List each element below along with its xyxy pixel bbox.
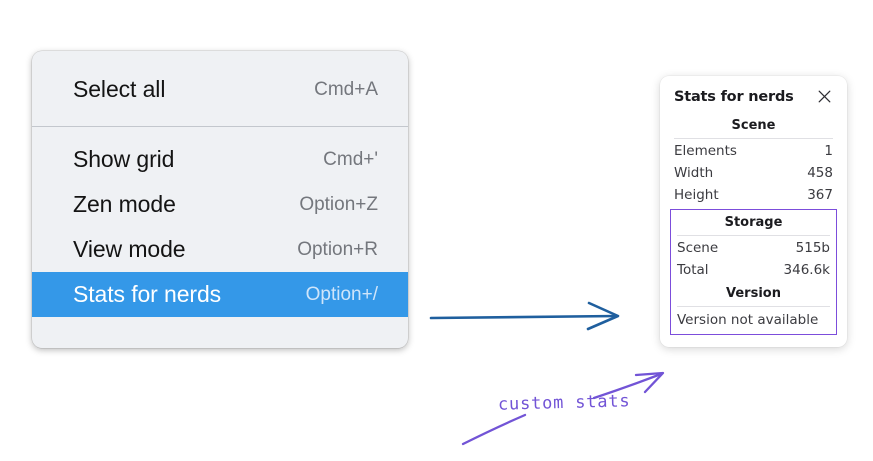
annotation-underline-stroke [461, 413, 527, 446]
stats-for-nerds-panel: Stats for nerds Scene Elements 1 Width 4… [660, 76, 847, 347]
menu-item-show-grid[interactable]: Show grid Cmd+' [32, 137, 408, 182]
menu-item-label: Show grid [73, 146, 175, 172]
menu-item-label: Select all [73, 76, 166, 102]
menu-item-shortcut: Option+/ [305, 283, 378, 305]
stats-panel-header: Stats for nerds [672, 86, 835, 113]
stats-row-storage-total: Total 346.6k [675, 259, 832, 281]
menu-item-label: Stats for nerds [73, 281, 222, 307]
menu-item-shortcut: Option+R [297, 238, 378, 260]
menu-item-label: View mode [73, 236, 186, 262]
stats-section-version: Version Version not available [675, 281, 832, 331]
section-title: Version [726, 286, 781, 301]
stats-row-key: Width [674, 165, 714, 181]
section-title: Scene [731, 118, 776, 133]
menu-item-shortcut: Cmd+' [323, 148, 378, 170]
stats-version-value: Version not available [677, 312, 819, 328]
stats-row-height: Height 367 [672, 184, 835, 206]
menu-group-2: Show grid Cmd+' Zen mode Option+Z View m… [32, 127, 408, 331]
menu-item-stats-for-nerds[interactable]: Stats for nerds Option+/ [32, 272, 408, 317]
stats-panel-title: Stats for nerds [674, 88, 794, 105]
stats-row-key: Scene [677, 240, 719, 256]
stats-row-storage-scene: Scene 515b [675, 237, 832, 259]
close-icon[interactable] [816, 88, 833, 105]
stats-section-scene: Scene Elements 1 Width 458 Height 367 [672, 113, 835, 206]
stats-row-key: Total [677, 262, 709, 278]
menu-group-1: Select all Cmd+A [32, 51, 408, 126]
context-menu[interactable]: Select all Cmd+A Show grid Cmd+' Zen mod… [32, 51, 408, 348]
menu-item-view-mode[interactable]: View mode Option+R [32, 227, 408, 272]
stats-row-value: 1 [824, 143, 833, 159]
menu-item-shortcut: Option+Z [299, 193, 378, 215]
stats-row-value: 515b [795, 240, 830, 256]
stats-row-elements: Elements 1 [672, 140, 835, 162]
stats-row-value: 346.6k [783, 262, 830, 278]
menu-divider [32, 126, 408, 127]
arrow-right-icon [429, 301, 620, 331]
section-title: Storage [724, 215, 783, 230]
stats-section-storage: Storage Scene 515b Total 346.6k [675, 210, 832, 281]
custom-stats-highlight-box: Storage Scene 515b Total 346.6k Version … [670, 209, 837, 335]
menu-item-zen-mode[interactable]: Zen mode Option+Z [32, 182, 408, 227]
stats-row-width: Width 458 [672, 162, 835, 184]
section-rule [677, 306, 830, 307]
menu-item-select-all[interactable]: Select all Cmd+A [32, 67, 408, 112]
menu-item-label: Zen mode [73, 191, 176, 217]
stats-row-value: 458 [807, 165, 833, 181]
annotation-label: custom stats [497, 391, 631, 415]
stats-row-key: Height [674, 187, 719, 203]
stats-row-key: Elements [674, 143, 737, 159]
section-rule [677, 235, 830, 236]
menu-item-shortcut: Cmd+A [314, 78, 378, 100]
section-rule [674, 138, 833, 139]
stats-row-value: 367 [807, 187, 833, 203]
